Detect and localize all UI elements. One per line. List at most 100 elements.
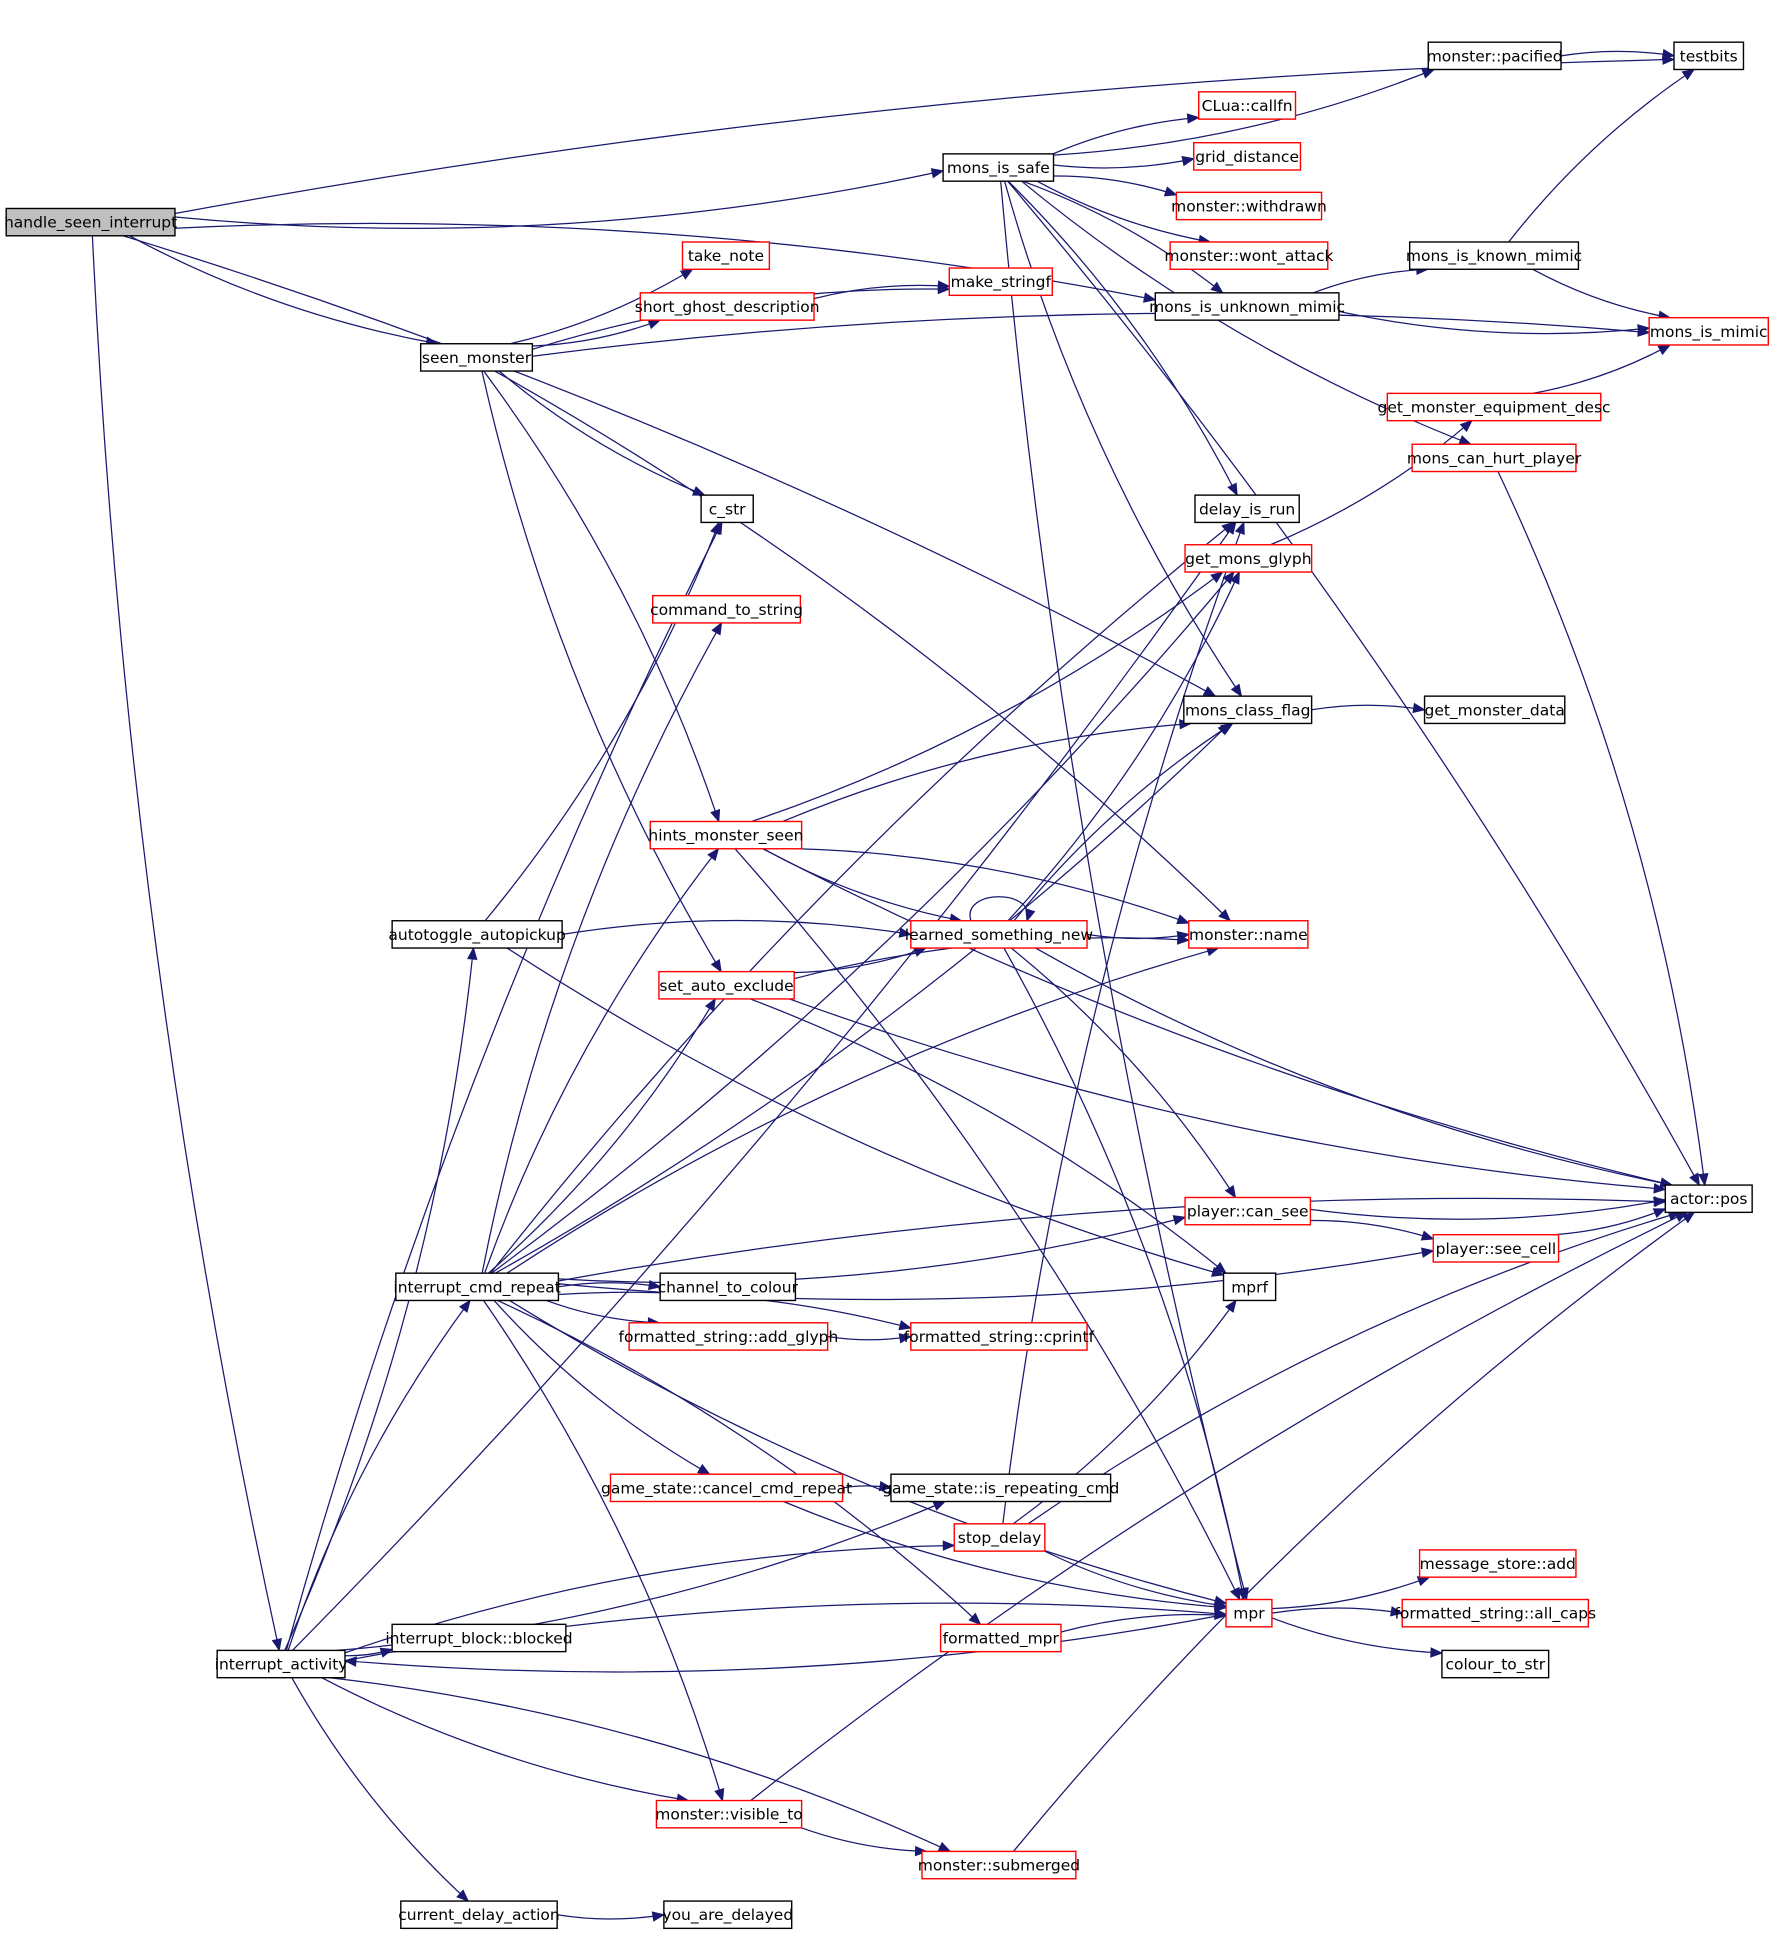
node-box[interactable]	[1411, 443, 1577, 473]
node-box[interactable]	[948, 267, 1053, 297]
node-box[interactable]	[1183, 695, 1313, 725]
node-box[interactable]	[700, 494, 754, 524]
node-player-see-cell[interactable]: player::see_cell	[1432, 1233, 1560, 1263]
node-box[interactable]	[1184, 1196, 1312, 1226]
node-c-str[interactable]: c_str	[700, 494, 754, 524]
node-short-ghost-description[interactable]: short_ghost_description	[635, 292, 820, 321]
node-box[interactable]	[1673, 41, 1745, 71]
node-mons-can-hurt-player[interactable]: mons_can_hurt_player	[1407, 443, 1582, 473]
node-actor-pos[interactable]: actor::pos	[1664, 1184, 1753, 1214]
node-monster-wont-attack[interactable]: monster::wont_attack	[1164, 241, 1334, 270]
node-channel-to-colour[interactable]: channel_to_colour	[658, 1272, 799, 1302]
node-box[interactable]	[921, 1850, 1077, 1880]
node-box[interactable]	[649, 820, 803, 850]
node-testbits[interactable]: testbits	[1673, 41, 1745, 71]
node-box[interactable]	[1418, 1549, 1577, 1578]
node-interrupt-activity[interactable]: interrupt_activity	[215, 1649, 348, 1679]
node-box[interactable]	[639, 292, 815, 321]
node-mons-is-safe[interactable]: mons_is_safe	[942, 153, 1055, 182]
node-mons-is-known-mimic[interactable]: mons_is_known_mimic	[1406, 241, 1582, 270]
node-mprf[interactable]: mprf	[1222, 1272, 1277, 1302]
node-mons-is-unknown-mimic[interactable]: mons_is_unknown_mimic	[1149, 292, 1345, 321]
node-formatted-string-cprintf[interactable]: formatted_string::cprintf	[904, 1322, 1095, 1351]
node-box[interactable]	[1423, 695, 1566, 725]
node-formatted-mpr[interactable]: formatted_mpr	[939, 1623, 1062, 1653]
node-box[interactable]	[1408, 241, 1580, 270]
node-hints-monster-seen[interactable]: hints_monster_seen	[648, 820, 803, 850]
node-get-mons-glyph[interactable]: get_mons_glyph	[1184, 544, 1313, 573]
node-monster-pacified[interactable]: monster::pacified	[1427, 41, 1563, 71]
node-box[interactable]	[1194, 494, 1300, 524]
node-monster-visible-to[interactable]: monster::visible_to	[655, 1799, 803, 1829]
node-formatted-string-all-caps[interactable]: formatted_string::all_caps	[1394, 1598, 1596, 1628]
node-monster-submerged[interactable]: monster::submerged	[918, 1850, 1080, 1880]
node-box[interactable]	[1441, 1649, 1550, 1679]
node-box[interactable]	[391, 920, 563, 949]
node-box[interactable]	[939, 1623, 1062, 1653]
node-current-delay-action[interactable]: current_delay_action	[398, 1900, 560, 1930]
node-get-monster-data[interactable]: get_monster_data	[1423, 695, 1566, 725]
node-box[interactable]	[1184, 544, 1313, 573]
node-box[interactable]	[1154, 292, 1340, 321]
node-player-can-see[interactable]: player::can_see	[1184, 1196, 1312, 1226]
node-seen-monster[interactable]: seen_monster	[419, 343, 534, 372]
node-box[interactable]	[910, 920, 1088, 949]
node-box[interactable]	[658, 970, 795, 1000]
node-get-monster-equipment-desc[interactable]: get_monster_equipment_desc	[1378, 392, 1611, 422]
node-box[interactable]	[1169, 241, 1329, 270]
node-box[interactable]	[1648, 316, 1769, 346]
node-box[interactable]	[400, 1900, 558, 1930]
node-box[interactable]	[655, 1799, 803, 1829]
node-formatted-string-add-glyph[interactable]: formatted_string::add_glyph	[619, 1322, 839, 1351]
node-box[interactable]	[910, 1322, 1088, 1351]
node-box[interactable]	[652, 594, 802, 624]
node-box[interactable]	[391, 1623, 567, 1653]
node-colour-to-str[interactable]: colour_to_str	[1441, 1649, 1550, 1679]
node-box[interactable]	[942, 153, 1055, 182]
node-set-auto-exclude[interactable]: set_auto_exclude	[658, 970, 795, 1000]
node-learned-something-new[interactable]: learned_something_new	[905, 920, 1094, 949]
node-box[interactable]	[1664, 1184, 1753, 1214]
node-box[interactable]	[216, 1649, 346, 1679]
node-box[interactable]	[609, 1473, 844, 1503]
node-game-state-is-repeating-cmd[interactable]: game_state::is_repeating_cmd	[882, 1473, 1119, 1503]
node-box[interactable]	[1222, 1272, 1277, 1302]
node-box[interactable]	[1198, 91, 1297, 120]
node-box[interactable]	[1225, 1598, 1273, 1628]
node-you-are-delayed[interactable]: you_are_delayed	[662, 1900, 793, 1930]
node-take-note[interactable]: take_note	[681, 241, 771, 270]
node-make-stringf[interactable]: make_stringf	[948, 267, 1053, 297]
node-game-state-cancel-cmd-repeat[interactable]: game_state::cancel_cmd_repeat	[601, 1473, 852, 1503]
node-box[interactable]	[395, 1272, 560, 1302]
node-monster-withdrawn[interactable]: monster::withdrawn	[1171, 191, 1327, 221]
node-box[interactable]	[1193, 142, 1302, 171]
node-box[interactable]	[5, 207, 176, 237]
node-handle-seen-interrupt[interactable]: handle_seen_interrupt	[4, 207, 177, 237]
node-mons-is-mimic[interactable]: mons_is_mimic	[1648, 316, 1769, 346]
node-delay-is-run[interactable]: delay_is_run	[1194, 494, 1300, 524]
node-mons-class-flag[interactable]: mons_class_flag	[1183, 695, 1313, 725]
node-message-store-add[interactable]: message_store::add	[1418, 1549, 1577, 1578]
node-box[interactable]	[1401, 1598, 1590, 1628]
node-box[interactable]	[890, 1473, 1112, 1503]
node-box[interactable]	[1432, 1233, 1560, 1263]
node-mpr[interactable]: mpr	[1225, 1598, 1273, 1628]
node-autotoggle-autopickup[interactable]: autotoggle_autopickup	[388, 920, 566, 949]
node-box[interactable]	[681, 241, 771, 270]
node-command-to-string[interactable]: command_to_string	[650, 594, 803, 624]
node-interrupt-cmd-repeat[interactable]: interrupt_cmd_repeat	[393, 1272, 561, 1302]
node-interrupt-block-blocked[interactable]: interrupt_block::blocked	[385, 1623, 573, 1653]
node-box[interactable]	[1427, 41, 1562, 71]
node-box[interactable]	[419, 343, 534, 372]
node-box[interactable]	[1386, 392, 1602, 422]
node-stop-delay[interactable]: stop_delay	[953, 1523, 1046, 1552]
node-box[interactable]	[628, 1322, 829, 1351]
node-box[interactable]	[663, 1900, 793, 1930]
node-monster-name[interactable]: monster::name	[1188, 920, 1309, 949]
node-box[interactable]	[953, 1523, 1046, 1552]
node-box[interactable]	[1188, 920, 1309, 949]
node-grid-distance[interactable]: grid_distance	[1193, 142, 1302, 171]
node-box[interactable]	[659, 1272, 797, 1302]
node-box[interactable]	[1175, 191, 1323, 221]
node-clua-callfn[interactable]: CLua::callfn	[1198, 91, 1297, 120]
